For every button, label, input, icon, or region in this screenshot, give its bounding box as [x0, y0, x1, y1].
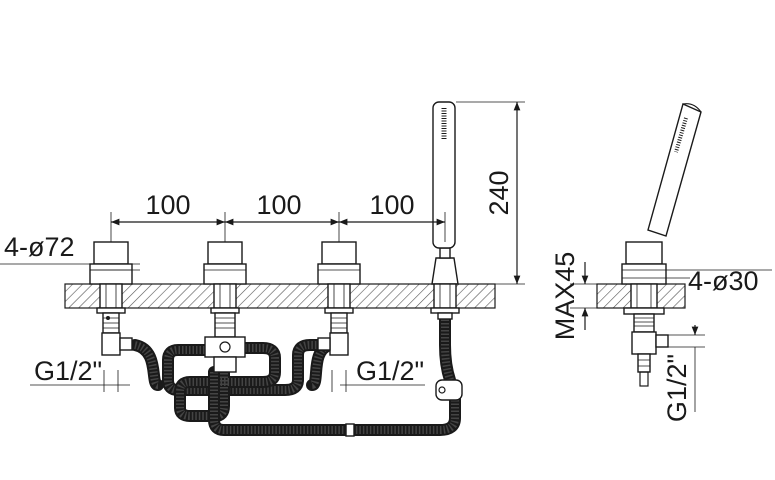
hand-shower-front: [430, 101, 460, 320]
hand-shower-side: [647, 103, 702, 237]
side-view: MAX45 4-ø30 G1/2": [550, 103, 772, 422]
height-dimension: 240: [456, 101, 525, 285]
spacing-label-1: 100: [145, 190, 190, 220]
connection-side-label: G1/2": [662, 354, 692, 422]
braided-hoses: [129, 310, 461, 436]
connection-right-label: G1/2": [356, 356, 424, 386]
spacing-label-3: 100: [369, 190, 414, 220]
handle-right: [317, 241, 361, 356]
max-deck-dimension: MAX45: [550, 252, 600, 341]
handle-middle: [203, 241, 247, 373]
spacing-label-2: 100: [256, 190, 301, 220]
height-label: 240: [484, 170, 514, 215]
center-lines: [110, 212, 446, 242]
deck-slab-front: [64, 283, 496, 309]
connection-left-label: G1/2": [34, 356, 102, 386]
front-view: 100 100 100 4-ø72 240 G1/2" G: [0, 101, 525, 437]
side-body: [621, 241, 669, 387]
hole-diameter-front: 4-ø72: [0, 232, 140, 271]
max-deck-label: MAX45: [550, 252, 580, 341]
spacing-dimension: 100 100 100: [111, 190, 445, 226]
hole-diameter-side: 4-ø30: [622, 266, 772, 296]
hole-spec-side-label: 4-ø30: [688, 266, 759, 296]
hose-weight: [345, 379, 463, 437]
connection-side-dim: G1/2": [662, 325, 705, 422]
hole-spec-front-label: 4-ø72: [4, 232, 75, 262]
connection-right-dim: G1/2": [331, 356, 425, 392]
handle-left: [89, 241, 133, 356]
connection-left-dim: G1/2": [30, 356, 130, 392]
